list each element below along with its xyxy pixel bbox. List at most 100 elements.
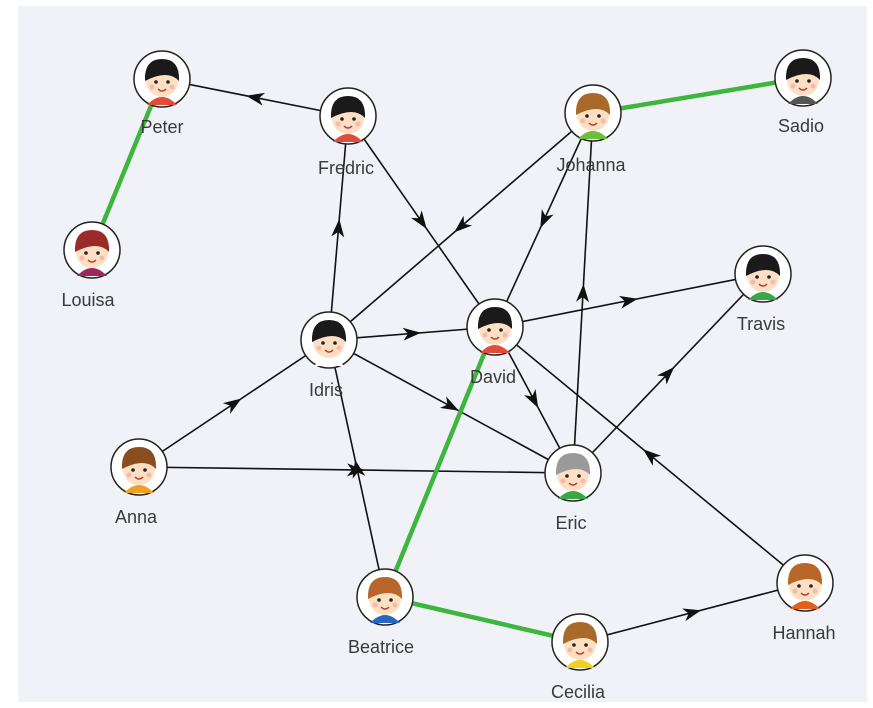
node-label-johanna: Johanna [556, 155, 626, 175]
avatar-hair [745, 254, 781, 276]
avatar-icon [367, 577, 403, 623]
edge-johanna-sadio[interactable] [592, 75, 804, 116]
node-travis[interactable]: Travis [734, 245, 792, 334]
avatar-hair [562, 622, 598, 644]
arrowhead-eric-travis [657, 366, 675, 385]
avatar-hair [330, 96, 366, 118]
avatar-icon [311, 320, 347, 366]
arrowhead-johanna-david [540, 209, 554, 229]
node-label-hannah: Hannah [772, 623, 835, 643]
avatar-hair [787, 563, 823, 585]
avatar-cheek [567, 647, 573, 653]
node-label-sadio: Sadio [778, 116, 824, 136]
edge-peter-louisa[interactable] [89, 78, 165, 251]
arrowhead-idris-fredric [331, 219, 345, 238]
node-label-idris: Idris [309, 380, 343, 400]
arrowhead-cecilia-hannah [682, 608, 702, 622]
arrowhead-eric-johanna [576, 284, 589, 303]
avatar-icon [787, 563, 823, 609]
avatar-cheek [316, 345, 322, 351]
avatar-eye [143, 468, 147, 472]
avatar-hair [74, 230, 110, 252]
avatar-eye [797, 584, 801, 588]
avatar-cheek [149, 84, 155, 90]
avatar-icon [121, 447, 157, 493]
avatar-eye [352, 117, 356, 121]
avatar-icon [785, 58, 821, 104]
arrowhead-fredric-david [411, 210, 427, 229]
arrowhead-fredric-peter [246, 92, 266, 106]
avatar-cheek [79, 255, 85, 261]
avatar-cheek [770, 279, 776, 285]
avatar-icon [555, 453, 591, 499]
arrowhead-david-travis [618, 295, 638, 309]
node-johanna[interactable]: Johanna [556, 84, 627, 175]
avatar-eye [755, 275, 759, 279]
avatar-icon [477, 307, 513, 353]
avatar-hair [311, 320, 347, 342]
node-fredric[interactable]: Fredric [318, 87, 377, 178]
arrowhead-beatrice-idris [352, 459, 366, 479]
node-label-eric: Eric [556, 513, 587, 533]
node-label-peter: Peter [140, 117, 183, 137]
arrowhead-david-eric [524, 388, 539, 408]
node-label-fredric: Fredric [318, 158, 374, 178]
avatar-icon [575, 93, 611, 139]
node-idris[interactable]: Idris [300, 311, 358, 400]
avatar-eye [577, 474, 581, 478]
avatar-icon [745, 254, 781, 300]
node-sadio[interactable]: Sadio [774, 49, 832, 136]
arrowhead-idris-david [402, 327, 421, 341]
avatar-eye [767, 275, 771, 279]
avatar-cheek [169, 84, 175, 90]
avatar-shirt [77, 268, 107, 276]
node-louisa[interactable]: Louisa [61, 221, 121, 310]
avatar-mouth [380, 606, 390, 610]
avatar-eye [807, 79, 811, 83]
avatar-shirt [558, 491, 588, 499]
arrowhead-johanna-idris [454, 215, 473, 233]
node-david[interactable]: David [466, 298, 524, 387]
avatar-mouth [758, 283, 768, 287]
avatar-icon [562, 622, 598, 668]
avatar-shirt [147, 97, 177, 105]
avatar-hair [477, 307, 513, 329]
edges-layer [89, 75, 806, 645]
node-hannah[interactable]: Hannah [772, 554, 836, 643]
arrowhead-hannah-david [643, 449, 662, 466]
avatar-shirt [333, 134, 363, 142]
avatar-shirt [565, 660, 595, 668]
avatar-shirt [790, 601, 820, 609]
edge-beatrice-cecilia[interactable] [384, 594, 581, 645]
avatar-hair [121, 447, 157, 469]
avatar-cheek [792, 588, 798, 594]
avatar-cheek [810, 83, 816, 89]
node-eric[interactable]: Eric [544, 444, 602, 533]
node-anna[interactable]: Anna [110, 438, 168, 527]
avatar-hair [367, 577, 403, 599]
avatar-eye [321, 341, 325, 345]
avatar-eye [131, 468, 135, 472]
avatar-icon [330, 96, 366, 142]
node-beatrice[interactable]: Beatrice [348, 568, 414, 657]
avatar-cheek [560, 478, 566, 484]
node-cecilia[interactable]: Cecilia [551, 613, 609, 702]
avatar-cheek [580, 478, 586, 484]
avatar-eye [809, 584, 813, 588]
avatar-eye [572, 643, 576, 647]
node-label-beatrice: Beatrice [348, 637, 414, 657]
avatar-shirt [370, 615, 400, 623]
avatar-cheek [335, 121, 341, 127]
avatar-mouth [134, 476, 144, 480]
avatar-mouth [798, 87, 808, 91]
avatar-eye [377, 598, 381, 602]
node-peter[interactable]: Peter [133, 50, 191, 137]
avatar-cheek [355, 121, 361, 127]
avatar-cheek [126, 472, 132, 478]
edge-beatrice-david[interactable] [382, 326, 498, 598]
avatar-icon [144, 59, 180, 105]
avatar-eye [499, 328, 503, 332]
avatar-cheek [482, 332, 488, 338]
